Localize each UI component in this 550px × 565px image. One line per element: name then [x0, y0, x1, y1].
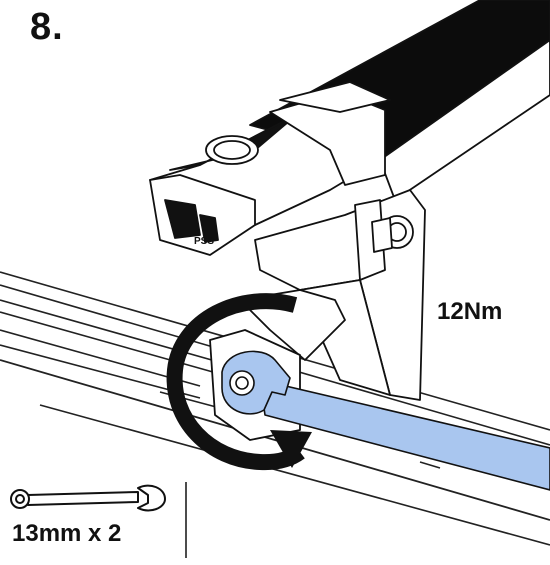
roof-rail: [0, 271, 550, 546]
wrench-in-use: [221, 350, 550, 491]
foot-cover: [149, 81, 391, 256]
wrench-icon: [10, 484, 166, 512]
step-number: 8.: [30, 6, 64, 48]
torque-label: 12Nm: [437, 298, 503, 325]
rotation-arrow: [166, 293, 312, 471]
tool-size-label: 13mm x 2: [12, 520, 122, 547]
bar-logo: PSS: [194, 236, 214, 247]
